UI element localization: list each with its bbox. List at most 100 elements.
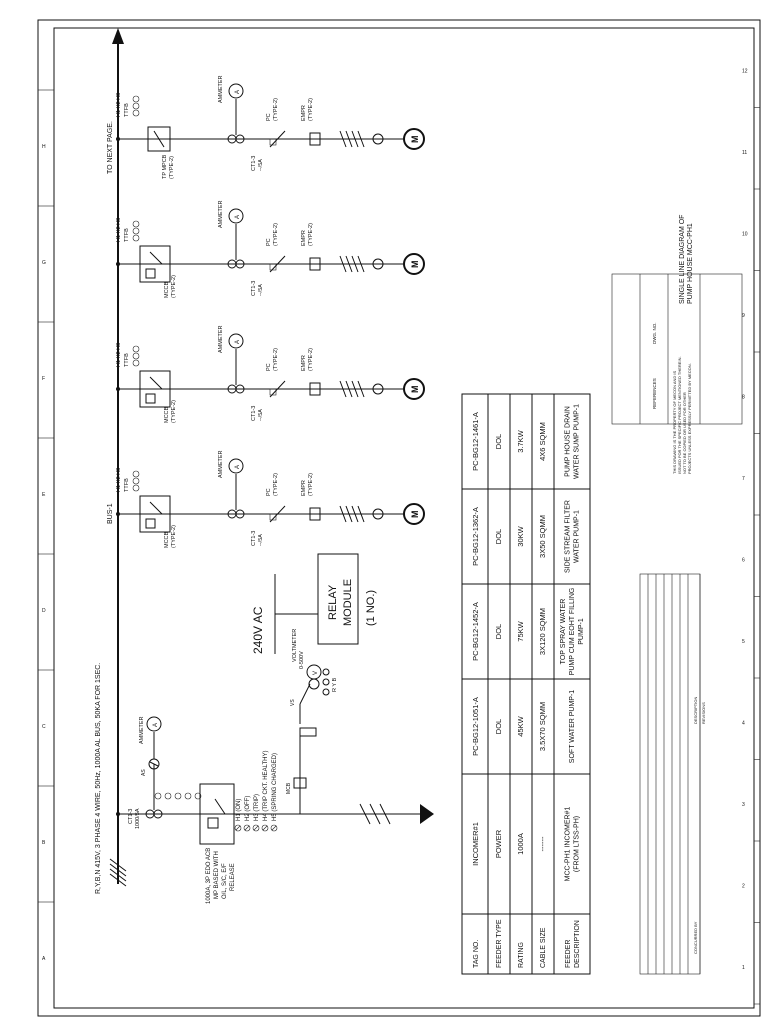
indicator-lamps-label: H1 H2 H3 xyxy=(116,468,122,492)
to-next-page: TO NEXT PAGE. xyxy=(107,121,114,174)
table-row-labels: TAG NO. FEEDER TYPE RATING CABLE SIZE FE… xyxy=(473,919,581,968)
border-row-B: B xyxy=(42,840,46,846)
rating: 1000A xyxy=(516,833,525,855)
svg-text:(TYPE-2): (TYPE-2) xyxy=(308,473,314,496)
pc-label: PC xyxy=(266,363,272,371)
tp-mpcb-label: TP MPCB xyxy=(162,154,168,179)
feeder-description: WATER SUMP PUMP-1 xyxy=(574,404,581,479)
incomer-cable-end xyxy=(330,803,434,825)
motor-icon xyxy=(403,128,425,150)
border-row-D: D xyxy=(42,608,46,614)
svg-text:FEEDER: FEEDER xyxy=(565,940,572,968)
supply-slashes xyxy=(109,858,127,887)
svg-text:(TYPE-2): (TYPE-2) xyxy=(171,400,177,423)
bus-label: BUS-1 xyxy=(107,503,114,524)
border-col-4: 4 xyxy=(742,721,745,727)
svg-text:TTFB: TTFB xyxy=(124,478,130,492)
svg-text:(TYPE-2): (TYPE-2) xyxy=(169,156,175,179)
svg-text:R Y B: R Y B xyxy=(332,678,338,692)
feeder-description: PUMP-1 xyxy=(578,618,585,645)
relay-voltage: 240V AC xyxy=(251,606,265,654)
svg-text:A: A xyxy=(235,465,241,469)
feeder-description: PUMP HOUSE DRAIN xyxy=(565,406,572,477)
border-col-2: 2 xyxy=(742,884,745,890)
svg-text:VS: VS xyxy=(290,699,296,706)
svg-text:(1 NO.): (1 NO.) xyxy=(365,590,377,626)
svg-text:(TYPE-2): (TYPE-2) xyxy=(273,98,279,121)
border-row-G: G xyxy=(42,260,46,266)
ct-label: CT1-3 xyxy=(251,281,257,296)
feeder-description: PUMP CUM EOHT FILLING xyxy=(569,588,576,676)
svg-text:M: M xyxy=(410,511,420,519)
ammeter-label: AMMETER xyxy=(218,200,224,228)
ct-label: CT1-3 xyxy=(251,156,257,171)
empr-label: EMPR xyxy=(301,105,307,121)
incomer-ammeter: A AMMETER AS xyxy=(139,716,162,810)
inner-border xyxy=(53,27,755,1009)
drawing-title-line2: PUMP HOUSE MCC-PH1 xyxy=(687,223,694,304)
motor-icon xyxy=(403,253,425,275)
empr-label: EMPR xyxy=(301,355,307,371)
svg-text:DESCRIPTION: DESCRIPTION xyxy=(693,697,698,724)
svg-text:(TYPE-2): (TYPE-2) xyxy=(171,275,177,298)
ammeter-icon xyxy=(228,83,244,99)
revision-block: DESCRIPTION REVISIONS CONCURRED BY xyxy=(639,573,706,975)
border-col-7: 7 xyxy=(742,476,745,482)
feeder-description: MCC-PH1 INCOMER#1 xyxy=(565,807,572,882)
svg-text:(TYPE-2): (TYPE-2) xyxy=(273,473,279,496)
tag-no: PC-BG12-1461-A xyxy=(471,412,480,471)
border-row-C: C xyxy=(42,724,46,730)
tag-no: INCOMER#1 xyxy=(471,822,480,866)
svg-text:V: V xyxy=(313,671,319,675)
outer-border xyxy=(37,19,761,1017)
indicator-h5: H5 (SPRING CHARGED) xyxy=(272,753,278,821)
tag-no: PC-BG12-1362-A xyxy=(471,507,480,566)
indicator-h4: H4 (TRIP CKT. HEALTHY) xyxy=(263,751,269,821)
svg-text:A: A xyxy=(153,723,159,727)
indicator-h1: H1 (ON) xyxy=(236,799,242,821)
svg-text:(TYPE-2): (TYPE-2) xyxy=(273,223,279,246)
mccb-label: MCCB xyxy=(164,281,170,298)
cable-size: 3.5X70 SQMM xyxy=(538,702,547,751)
svg-text:MODULE: MODULE xyxy=(342,579,354,626)
rating: 45KW xyxy=(516,715,525,736)
svg-text:0-500V: 0-500V xyxy=(299,651,305,669)
cable-size: ------ xyxy=(538,836,547,851)
indicator-h3: H3 (TRIP) xyxy=(254,794,260,821)
svg-text:(TYPE-2): (TYPE-2) xyxy=(273,348,279,371)
svg-text:REVISIONS: REVISIONS xyxy=(701,702,706,724)
border-col-3: 3 xyxy=(742,802,745,808)
border-col-12: 12 xyxy=(742,69,748,75)
svg-text:(TYPE-2): (TYPE-2) xyxy=(308,98,314,121)
incomer-circuit: CT1-3 1000/5A A AMMETER AS 1000A, 3P EDO… xyxy=(116,629,434,904)
svg-text:FEEDER TYPE: FEEDER TYPE xyxy=(496,919,503,968)
svg-text:MCB: MCB xyxy=(286,782,292,794)
svg-text:(TYPE-2): (TYPE-2) xyxy=(308,223,314,246)
supply-label: R,Y,B,N 415V, 3 PHASE 4 WIRE, 50Hz, 1000… xyxy=(95,663,102,894)
svg-text:CT1-3: CT1-3 xyxy=(128,809,134,824)
svg-text:(TYPE-2): (TYPE-2) xyxy=(308,348,314,371)
mccb-label: MCCB xyxy=(164,531,170,548)
relay-module: 240V AC RELAY MODULE (1 NO.) xyxy=(251,553,377,654)
svg-text:PROJECTS UNLESS EXPRESSLY PERM: PROJECTS UNLESS EXPRESSLY PERMITTED BY M… xyxy=(687,363,692,474)
svg-text:MP BASED WITH: MP BASED WITH xyxy=(214,851,220,899)
indicator-lamps-label: H1 H2 H3 xyxy=(116,93,122,117)
svg-text:DESCRIPTION: DESCRIPTION xyxy=(574,920,581,968)
svg-text:--/5A: --/5A xyxy=(258,409,264,421)
border-col-5: 5 xyxy=(742,639,745,645)
svg-text:THIS DRAWING IS THE PROPERTY O: THIS DRAWING IS THE PROPERTY OF MECON AN… xyxy=(672,370,677,474)
svg-text:M: M xyxy=(410,386,420,394)
border-col-11: 11 xyxy=(742,150,747,156)
svg-text:A: A xyxy=(235,215,241,219)
svg-text:AS: AS xyxy=(141,769,147,776)
incomer-indicator-lamps xyxy=(154,792,202,800)
empr-label: EMPR xyxy=(301,480,307,496)
svg-text:AMMETER: AMMETER xyxy=(139,716,145,744)
motor-icon xyxy=(403,503,425,525)
feeder-type: DOL xyxy=(494,529,503,544)
svg-text:CABLE SIZE: CABLE SIZE xyxy=(540,927,547,968)
